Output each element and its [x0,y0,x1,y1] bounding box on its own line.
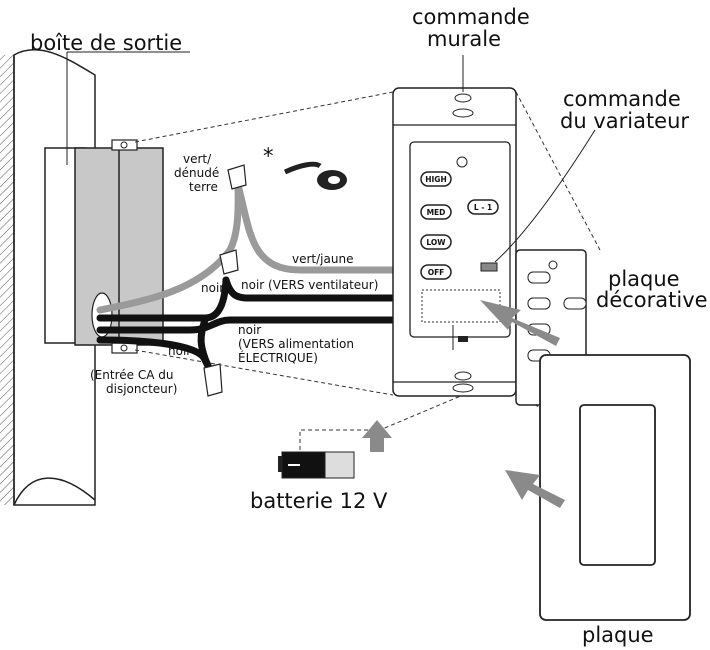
plate-label: plaque [582,623,654,647]
black-fan-label: noir (VERS ventilateur) [241,278,378,292]
low-button [420,234,452,250]
arrow-into-control [480,300,560,346]
light-button-label: L - 1 [474,203,492,212]
black-power-label-2: (VERS alimentation [238,337,354,351]
low-button-label: LOW [426,238,446,247]
ac-input-label-1: (Entrée CA du [90,368,173,382]
outlet-box-label: boîte de sortie [30,31,182,55]
wall-control [392,87,517,397]
wall-control-label-2: murale [427,27,501,51]
black-power-wire [96,316,409,334]
battery-icon [278,451,355,479]
outlet-box [44,51,190,354]
black-power-label-3: ÉLECTRIQUE) [238,350,318,365]
dimmer-control-label-2: du variateur [560,109,689,133]
ac-input-label-2: disjoncteur) [106,382,177,396]
control-buttons: HIGH MED LOW OFF L - 1 [420,171,499,280]
tape-icon [283,161,347,190]
med-button [420,204,452,220]
wire-nuts [203,164,247,397]
arrow-plate [505,470,565,508]
ground-label-2: dénudé [174,166,219,180]
dimmer-pointer [494,129,596,263]
black-fan-noir-label: noir [201,281,224,295]
off-button-label: OFF [428,268,445,277]
wall-control-label-1: commande [412,5,530,29]
off-button [420,264,452,280]
wires [96,181,409,374]
green-yellow-label: vert/jaune [292,252,353,266]
ground-label-3: terre [189,180,218,194]
arrows [362,300,565,508]
green-yellow-wire [234,181,409,274]
ground-label-1: vert/ [183,152,212,166]
high-button-label: HIGH [425,175,447,184]
arrow-battery [362,420,392,452]
decorative-plate-label-1: plaque [608,267,680,291]
cover-plate [539,354,691,621]
asterisk-label: * [263,144,274,168]
black-ac-label: noir [168,344,191,358]
light-button [467,199,499,215]
battery-label: batterie 12 V [250,489,388,513]
high-button [420,171,452,187]
black-power-label-1: noir [238,323,261,337]
med-button-label: MED [427,208,446,217]
decorative-plate-label-2: décorative [596,288,708,312]
dimmer-control-label-1: commande [563,87,681,111]
